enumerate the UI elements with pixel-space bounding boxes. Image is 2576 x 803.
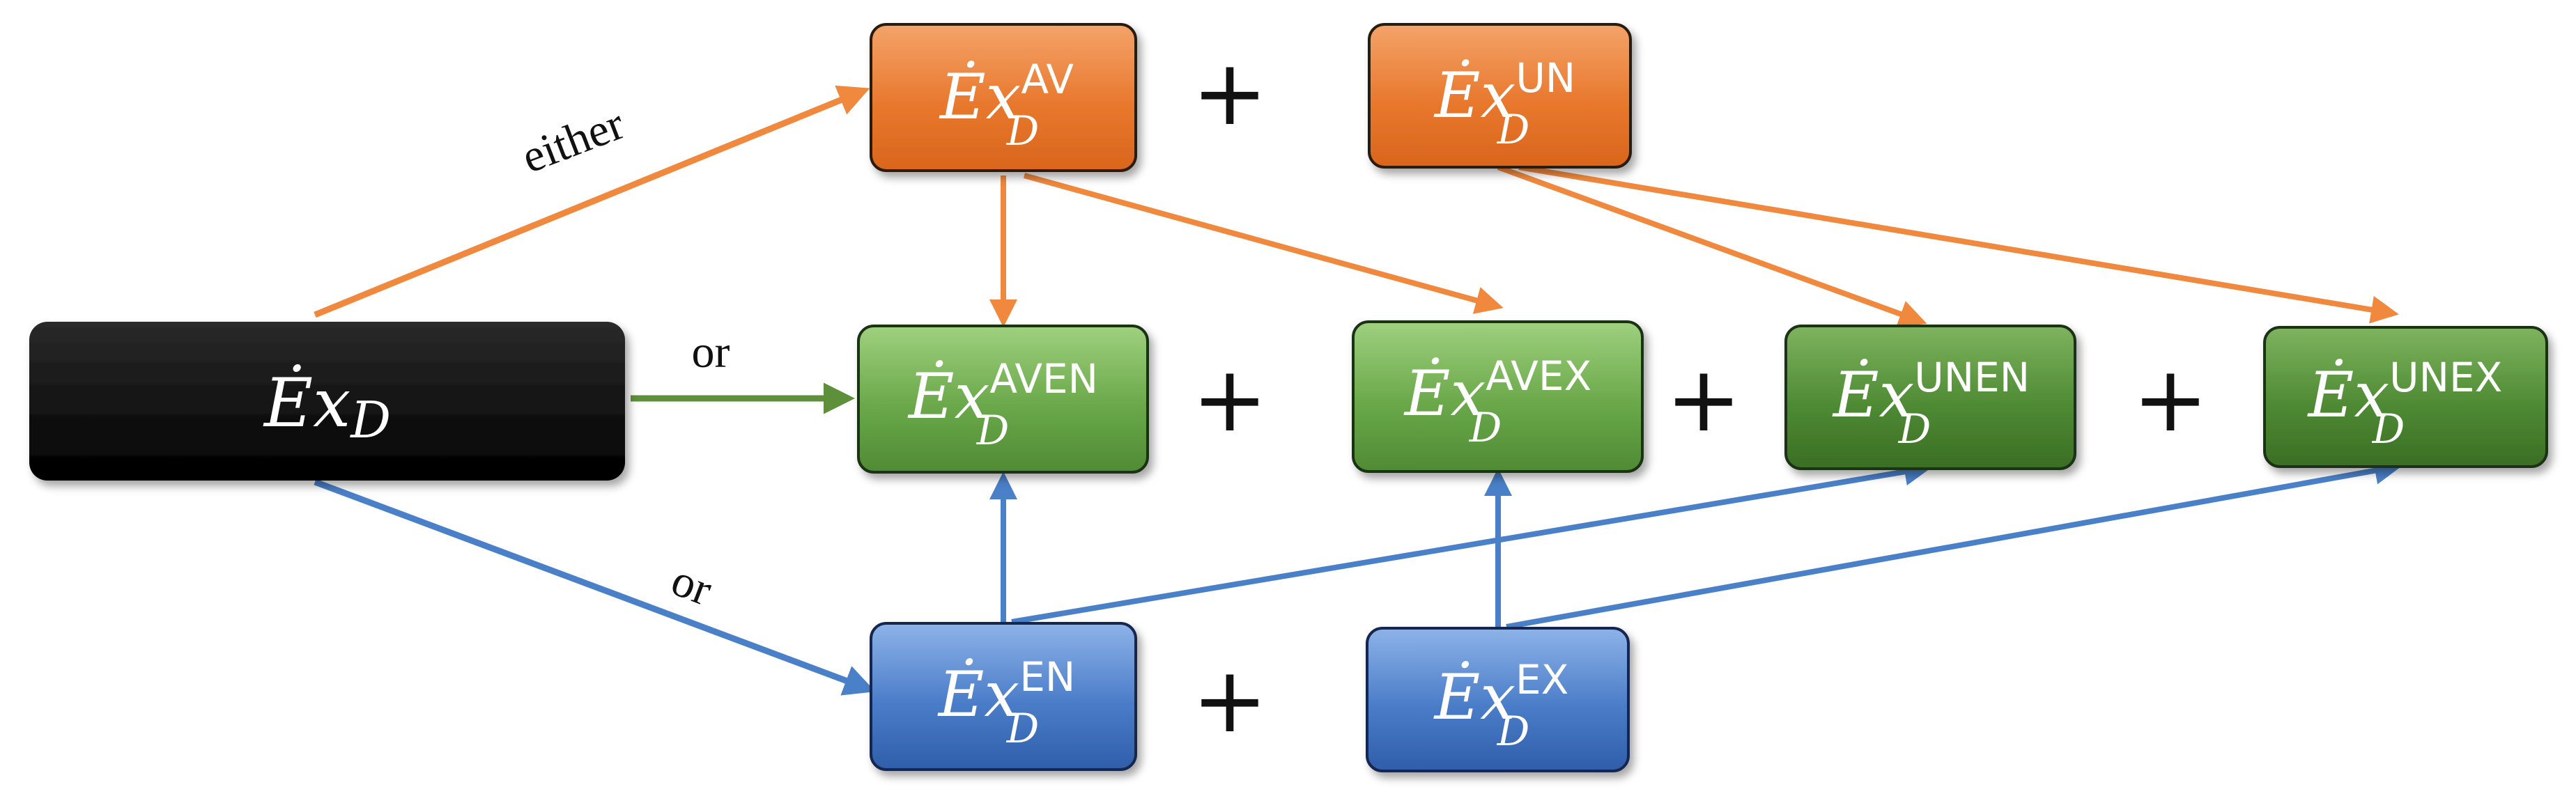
node-un-base: Ėx [1433,59,1515,132]
node-en-sup: EN [1019,653,1075,701]
label-or-blue: or [665,554,719,616]
plus-avex-unen: + [1666,346,1742,452]
node-av-sub: D [1006,107,1040,155]
svg-text:ĖxUNEX: ĖxUNEX [2307,354,2503,432]
svg-text:ĖxAV: ĖxAV [939,56,1074,134]
node-avex-sub: D [1469,404,1502,451]
node-un: ĖxUN D [1368,23,1632,169]
node-en-sub: D [1006,705,1040,752]
plus-aven-avex: + [1192,346,1268,452]
node-unex: ĖxUNEX D [2263,326,2548,468]
node-source: ĖxD [29,322,625,481]
node-unex-sup: UNEX [2389,354,2502,401]
node-ex: ĖxEX D [1366,627,1630,772]
node-ex-sup: EX [1515,656,1568,703]
plus-av-un: + [1192,40,1268,146]
arrow-source-to-av [314,85,870,318]
node-aven-sup: AVEN [989,355,1098,403]
plus-en-ex: + [1192,647,1268,753]
plus-signs: + + + + + [1192,40,2209,753]
label-either: either [515,98,631,183]
node-un-sup: UN [1515,54,1575,102]
label-or-green: or [692,327,730,377]
arrows [314,85,2403,696]
svg-text:ĖxAVEN: ĖxAVEN [907,355,1098,433]
node-ex-sub: D [1497,708,1530,755]
node-av: ĖxAV D [870,23,1137,172]
arrow-source-to-en [314,478,876,696]
node-ex-base: Ėx [1433,661,1515,734]
node-aven: ĖxAVEN D [857,325,1149,474]
node-unen-base: Ėx [1832,359,1914,432]
svg-text:ĖxEN: ĖxEN [937,653,1076,731]
node-unen: ĖxUNEN D [1784,325,2076,470]
node-avex-base: Ėx [1403,357,1486,430]
node-unen-sup: UNEN [1914,354,2030,401]
node-avex: ĖxAVEX D [1352,320,1644,473]
node-av-base: Ėx [939,61,1021,134]
svg-text:ĖxD: ĖxD [263,364,391,449]
arrow-ex-to-unex [1506,456,2403,630]
svg-text:ĖxUNEN: ĖxUNEN [1832,354,2030,432]
node-av-sup: AV [1021,56,1074,103]
node-en-base: Ėx [937,658,1019,731]
node-unex-sub: D [2372,405,2405,453]
arrow-av-to-avex [1023,173,1504,314]
arrow-un-to-unen [1497,164,1927,327]
node-source-sub: D [349,391,391,449]
svg-text:ĖxUN: ĖxUN [1433,54,1575,132]
node-avex-sup: AVEX [1486,352,1591,400]
node-source-base: Ėx [263,364,350,442]
node-unex-base: Ėx [2307,359,2389,432]
svg-text:ĖxAVEX: ĖxAVEX [1403,352,1592,430]
arrow-un-to-unex [1518,164,2399,324]
node-aven-sub: D [976,407,1010,454]
svg-text:ĖxEX: ĖxEX [1433,656,1569,734]
arrow-en-to-unen [1011,458,1932,625]
node-unen-sub: D [1898,405,1931,453]
node-un-sub: D [1497,106,1530,153]
node-aven-base: Ėx [907,360,989,433]
plus-unen-unex: + [2133,346,2209,452]
node-en: ĖxEN D [870,622,1137,771]
